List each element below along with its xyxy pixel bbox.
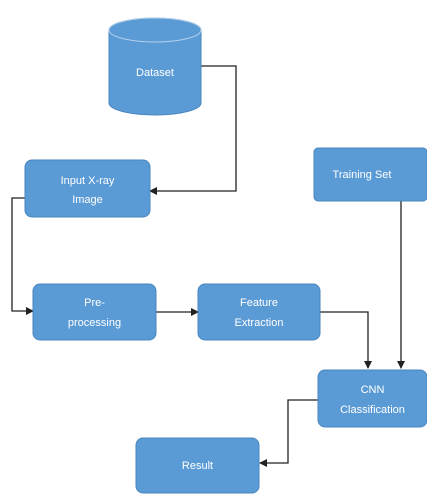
preprocessing-box — [32, 283, 157, 341]
cnn-label-line1: CNN — [361, 384, 385, 396]
connectors — [11, 65, 405, 467]
training-set-label: Training Set — [333, 169, 392, 181]
node-dataset: Dataset — [108, 17, 202, 116]
edge-input-to-preprocessing — [11, 197, 34, 315]
node-feature-extraction: Feature Extraction — [197, 283, 321, 341]
input-xray-box — [24, 159, 151, 218]
node-training-set: Training Set — [313, 147, 427, 202]
input-label-line2: Image — [72, 194, 103, 206]
node-cnn-classification: CNN Classification — [317, 369, 427, 428]
result-label: Result — [182, 460, 213, 472]
feature-extraction-box — [197, 283, 321, 341]
preprocessing-label-line2: processing — [68, 317, 121, 329]
feature-label-line2: Extraction — [235, 317, 284, 329]
dataset-cylinder-top — [108, 17, 202, 43]
cnn-classification-box — [317, 369, 427, 428]
preprocessing-label-line1: Pre- — [84, 297, 105, 309]
edge-dataset-to-input — [149, 65, 237, 195]
edge-feature-to-cnn — [320, 311, 372, 369]
node-preprocessing: Pre- processing — [32, 283, 157, 341]
result-box — [135, 437, 260, 494]
cnn-label-line2: Classification — [340, 404, 405, 416]
feature-label-line1: Feature — [240, 297, 278, 309]
training-set-box — [313, 147, 427, 202]
input-label-line1: Input X-ray — [61, 175, 115, 187]
dataset-label: Dataset — [136, 67, 174, 79]
edge-cnn-to-result — [259, 399, 318, 467]
node-input-xray-image: Input X-ray Image — [24, 159, 151, 218]
node-result: Result — [135, 437, 260, 494]
